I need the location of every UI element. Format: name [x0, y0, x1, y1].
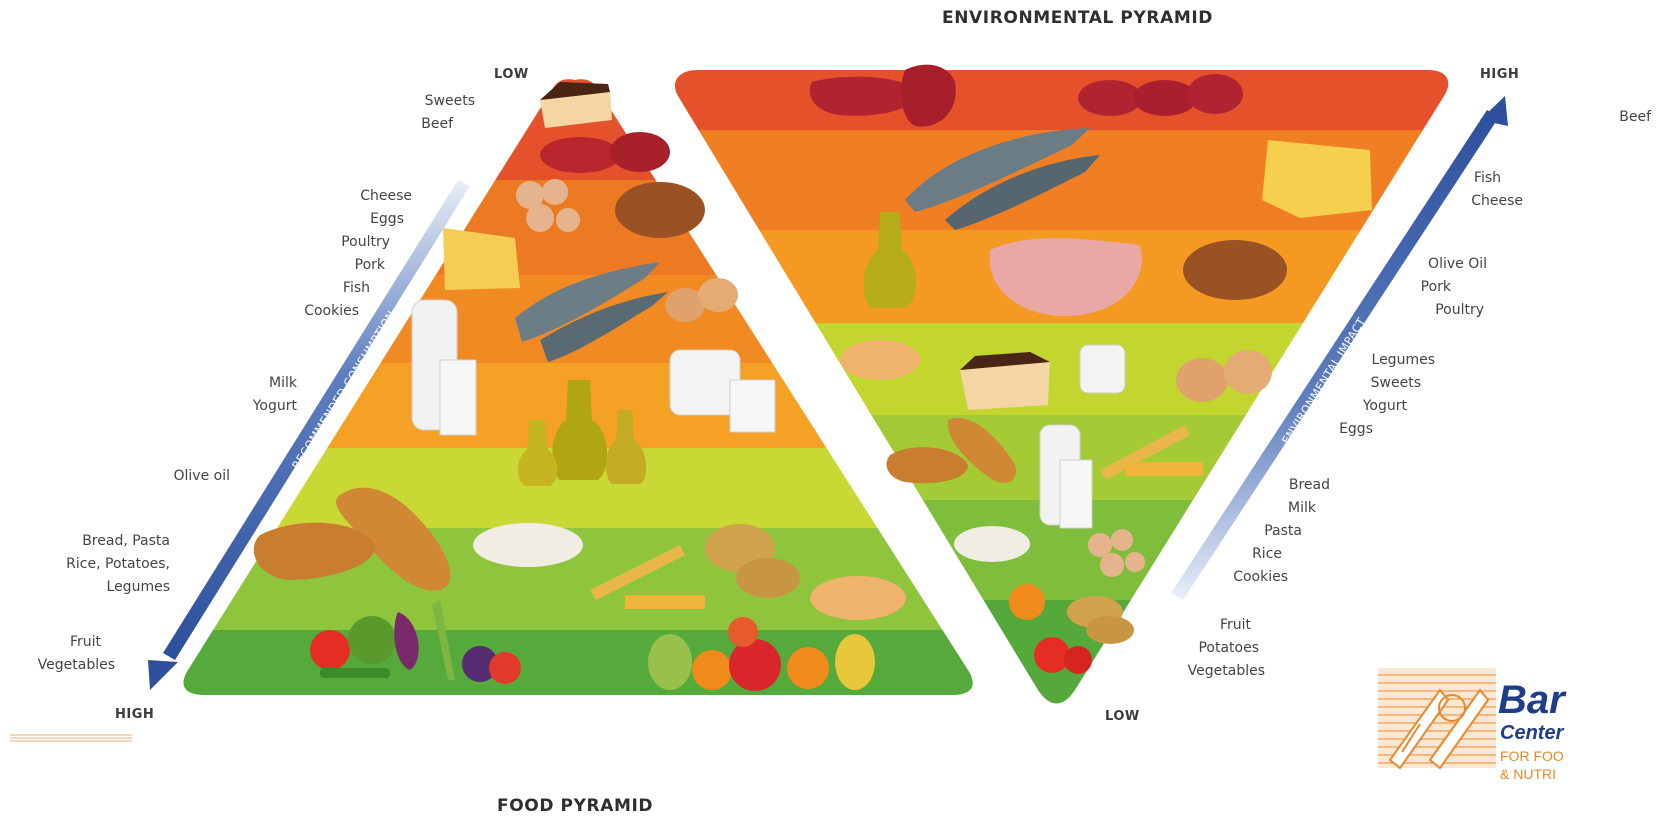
env-group-label: Bread Milk Pasta Rice Cookies	[1233, 474, 1330, 589]
legumes-icon	[840, 340, 920, 380]
env-item: Pasta	[1233, 520, 1302, 543]
egg-icon	[698, 278, 738, 312]
logo-line3: FOR FOO	[1500, 748, 1564, 764]
food-item: Yogurt	[253, 395, 297, 418]
egg-icon	[1224, 350, 1272, 394]
food-top-label: LOW	[494, 67, 529, 82]
rice-icon	[473, 523, 583, 567]
food-item: Sweets	[421, 90, 475, 113]
env-bottom-label: LOW	[1105, 709, 1140, 724]
pasta-icon	[625, 595, 705, 609]
env-group-label: Olive Oil Pork Poultry	[1421, 253, 1487, 322]
environmental-pyramid-title: ENVIRONMENTAL PYRAMID	[942, 8, 1213, 28]
food-item: Rice, Potatoes,	[66, 553, 170, 576]
egg-icon	[1176, 358, 1228, 402]
food-item: Beef	[421, 113, 453, 136]
yogurt-icon	[1080, 345, 1125, 393]
food-pyramid-title: FOOD PYRAMID	[497, 796, 653, 816]
cake-icon	[540, 82, 612, 128]
food-group-label: Sweets Beef	[421, 90, 475, 136]
beef-icon	[610, 132, 670, 172]
legumes-icon	[810, 576, 906, 620]
food-group-label: Bread, Pasta Rice, Potatoes, Legumes	[66, 530, 170, 599]
cake-icon	[960, 362, 1050, 410]
env-item: Poultry	[1421, 299, 1484, 322]
potato-icon	[736, 558, 800, 598]
logo-line4: & NUTRI	[1500, 766, 1556, 782]
decorative-lines	[10, 735, 132, 741]
yogurt-icon	[730, 380, 775, 432]
logo	[1378, 668, 1496, 768]
food-group-label: Cheese Eggs Poultry Pork Fish Cookies	[304, 185, 412, 323]
env-item: Milk	[1233, 497, 1316, 520]
food-item: Legumes	[66, 576, 170, 599]
food-group-label: Olive oil	[174, 465, 231, 488]
env-item: Olive Oil	[1421, 253, 1487, 276]
food-item: Olive oil	[174, 465, 231, 488]
env-group-label: Beef	[1619, 106, 1651, 129]
food-group-label: Fruit Vegetables	[38, 631, 115, 677]
env-item: Fruit	[1188, 614, 1251, 637]
logo-emblem	[1378, 668, 1496, 768]
food-item: Fruit	[38, 631, 101, 654]
chicken-icon	[615, 182, 705, 238]
env-item: Potatoes	[1188, 637, 1259, 660]
env-group-label: Legumes Sweets Yogurt Eggs	[1339, 349, 1435, 441]
food-item: Cheese	[304, 185, 412, 208]
pasta-icon	[1125, 462, 1203, 476]
beef-icon	[1187, 74, 1243, 114]
milk-glass-icon	[1060, 460, 1092, 528]
logo-name: Bar	[1498, 680, 1565, 720]
env-item: Fish	[1471, 167, 1501, 190]
env-group-label: Fish Cheese	[1471, 167, 1523, 213]
env-item: Bread	[1233, 474, 1330, 497]
env-top-label: HIGH	[1480, 67, 1519, 82]
env-item: Vegetables	[1188, 660, 1265, 683]
vegetables-icon	[1034, 637, 1070, 673]
env-band-1	[650, 60, 1470, 130]
env-item: Rice	[1233, 543, 1282, 566]
env-item: Cookies	[1233, 566, 1288, 589]
env-item: Sweets	[1339, 372, 1421, 395]
arrow-head-icon	[148, 660, 178, 690]
food-item: Fish	[304, 277, 370, 300]
env-item: Pork	[1421, 276, 1451, 299]
potato-icon	[1086, 616, 1134, 644]
env-group-label: Fruit Potatoes Vegetables	[1188, 614, 1265, 683]
env-item: Beef	[1619, 106, 1651, 129]
food-group-label: Milk Yogurt	[253, 372, 297, 418]
logo-line2: Center	[1500, 722, 1563, 744]
chicken-icon	[1183, 240, 1287, 300]
env-item: Legumes	[1339, 349, 1435, 372]
milk-glass-icon	[440, 360, 476, 435]
fruit-icon	[1009, 584, 1045, 620]
env-item: Eggs	[1339, 418, 1373, 441]
food-item: Eggs	[304, 208, 404, 231]
food-item: Vegetables	[38, 654, 115, 677]
beef-icon	[540, 137, 620, 173]
food-item: Cookies	[304, 300, 359, 323]
beef-icon	[1078, 80, 1142, 116]
vegetables-icon	[1064, 646, 1092, 674]
env-item: Yogurt	[1339, 395, 1407, 418]
food-bottom-label: HIGH	[115, 707, 154, 722]
env-item: Cheese	[1471, 190, 1523, 213]
food-item: Poultry	[304, 231, 390, 254]
food-item: Bread, Pasta	[66, 530, 170, 553]
food-item: Pork	[304, 254, 385, 277]
beef-icon	[1133, 80, 1197, 116]
rice-icon	[954, 526, 1030, 562]
cheese-icon	[1262, 140, 1372, 218]
food-item: Milk	[253, 372, 297, 395]
cheese-icon	[443, 228, 520, 290]
